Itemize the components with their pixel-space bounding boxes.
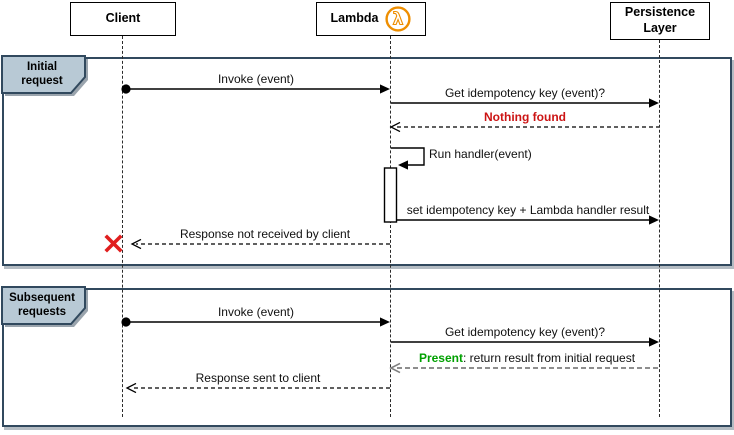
frame-tab-subsequent-requests <box>1 286 88 327</box>
participant-client: Client <box>70 2 176 36</box>
frame-label-initial-request: Initial request <box>3 61 81 89</box>
message-label-set-key: set idempotency key + Lambda handler res… <box>406 203 650 217</box>
frame-tab-initial-request <box>1 55 88 96</box>
frame-label-subsequent-requests: Subsequent requests <box>3 292 81 320</box>
lifeline-lambda <box>390 36 391 417</box>
frame-label-line2: request <box>21 74 63 87</box>
lifeline-client <box>122 36 123 417</box>
frame-label-line1: Subsequent <box>9 292 75 304</box>
message-label-nothing-found: Nothing found <box>484 110 566 124</box>
message-label-get-key-1: Get idempotency key (event)? <box>444 86 606 100</box>
lambda-glyph: λ <box>393 10 404 30</box>
frame-subsequent-requests <box>2 288 732 427</box>
lifeline-persistence-layer <box>659 40 660 417</box>
present-rest: : return result from initial request <box>462 351 636 365</box>
frame-initial-request <box>2 57 732 266</box>
participant-lambda: Lambda λ <box>316 2 426 36</box>
message-label-invoke-1: Invoke (event) <box>217 72 295 86</box>
aws-lambda-icon: λ <box>385 6 412 32</box>
message-label-response-not-received: Response not received by client <box>179 227 351 241</box>
message-label-run-handler: Run handler(event) <box>429 147 532 161</box>
message-label-response-sent: Response sent to client <box>195 371 321 385</box>
participant-persistence-label: Persistence Layer <box>624 5 696 35</box>
message-label-present-return: Present: return result from initial requ… <box>419 351 635 365</box>
present-keyword: Present <box>418 351 463 365</box>
frame-label-line1: Initial <box>26 61 58 73</box>
frame-label-line2: requests <box>18 305 66 318</box>
message-label-get-key-2: Get idempotency key (event)? <box>444 325 606 339</box>
message-label-invoke-2: Invoke (event) <box>217 305 295 319</box>
participant-client-label: Client <box>105 11 141 26</box>
participant-persistence-layer: Persistence Layer <box>610 2 710 40</box>
participant-lambda-label: Lambda <box>330 11 379 26</box>
